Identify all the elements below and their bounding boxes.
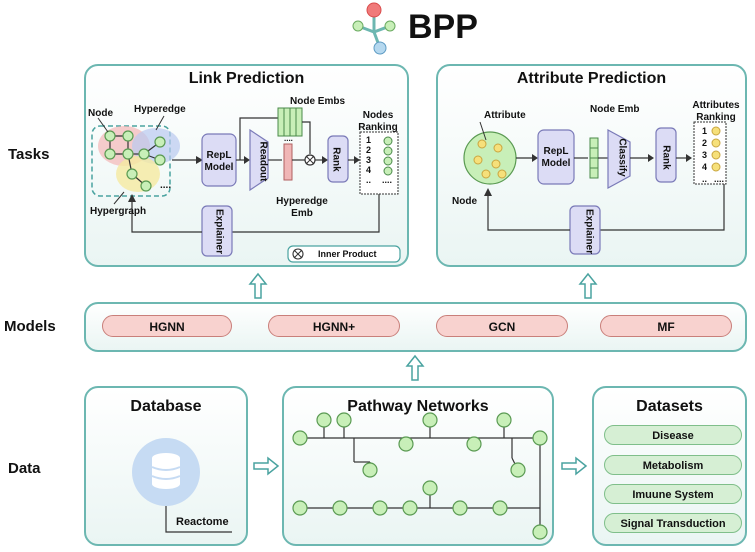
lp-rank-item: 1	[366, 135, 372, 145]
ap-classify-label: Classify	[616, 138, 628, 177]
model-gcn: GCN	[436, 315, 568, 337]
lp-explainer-label: Explainer	[213, 208, 225, 255]
lp-hypergraph-label: Hypergraph	[90, 206, 147, 217]
lp-node-embs-label: Node Embs	[290, 96, 346, 107]
ap-rank-item: 1	[702, 126, 708, 136]
database-label: Reactome	[176, 516, 229, 528]
model-mf: MF	[600, 315, 732, 337]
model-hgnn: HGNN	[102, 315, 232, 337]
lp-inner-product-label: Inner Product	[318, 249, 377, 259]
pathway-networks-title: Pathway Networks	[347, 398, 489, 415]
lp-ranking-line2: Ranking	[358, 122, 398, 133]
ap-rank-item: 2	[702, 138, 708, 148]
ap-repl-model-line1: RepL	[543, 146, 569, 157]
page-title: BPP	[408, 8, 478, 46]
ap-repl-model-line2: Model	[541, 158, 571, 169]
arrow-icon	[578, 272, 598, 299]
lp-hyperedge-emb-line1: Hyperedge	[276, 196, 328, 207]
ap-attribute-label: Attribute	[484, 110, 526, 121]
lp-ranking-line1: Nodes	[362, 110, 394, 121]
arrow-icon	[248, 272, 268, 299]
lp-ellipsis: ....	[160, 180, 172, 191]
lp-readout-label: Readout	[257, 141, 269, 182]
ap-rank-item: ..	[702, 174, 708, 184]
lp-hyperedge-label: Hyperedge	[134, 104, 186, 115]
ap-node-emb-label: Node Emb	[590, 104, 640, 115]
lp-rank-item: 2	[366, 145, 372, 155]
datasets-title: Datasets	[636, 398, 703, 415]
ap-rank-item: 4	[702, 162, 708, 172]
dataset-metabolism: Metabolism	[604, 455, 742, 475]
lp-rank-item: ..	[366, 175, 372, 185]
row-label-tasks: Tasks	[8, 146, 50, 163]
lp-repl-model-line2: Model	[204, 162, 234, 173]
lp-repl-model-line1: RepL	[206, 150, 232, 161]
row-label-models: Models	[4, 318, 56, 335]
database-title: Database	[130, 398, 202, 415]
pathway-networks-panel: Pathway Networks	[282, 386, 554, 546]
ap-ranking-line1: Attributes	[692, 100, 740, 111]
arrow-icon	[561, 456, 588, 476]
lp-embs-dots: ....	[284, 134, 293, 143]
lp-rank-label: Rank	[330, 147, 342, 172]
dataset-signal-transduction: Signal Transduction	[604, 513, 742, 533]
lp-hyperedge-emb-line2: Emb	[291, 208, 313, 219]
attribute-prediction-diagram	[463, 121, 727, 255]
attribute-prediction-title: Attribute Prediction	[516, 70, 667, 87]
ap-explainer-label: Explainer	[583, 208, 595, 255]
database-icon	[132, 438, 232, 533]
model-hgnn-plus: HGNN+	[268, 315, 400, 337]
bpp-logo-icon	[352, 2, 396, 55]
pathway-network-graph	[292, 412, 548, 540]
lp-rank-item: ....	[382, 175, 393, 185]
arrow-icon	[253, 456, 280, 476]
row-label-data: Data	[8, 460, 41, 477]
lp-node-label: Node	[88, 108, 113, 119]
ap-node-label: Node	[452, 196, 477, 207]
ap-rank-item: ....	[714, 174, 725, 184]
dataset-immune-system: Imuune System	[604, 484, 742, 504]
link-prediction-diagram	[91, 107, 401, 263]
lp-rank-item: 3	[366, 155, 372, 165]
dataset-disease: Disease	[604, 425, 742, 445]
link-prediction-title: Link Prediction	[188, 70, 305, 87]
ap-ranking-line2: Ranking	[696, 112, 736, 123]
ap-rank-label: Rank	[660, 145, 672, 170]
ap-rank-item: 3	[702, 150, 708, 160]
lp-rank-item: 4	[366, 165, 372, 175]
arrow-icon	[405, 354, 425, 381]
